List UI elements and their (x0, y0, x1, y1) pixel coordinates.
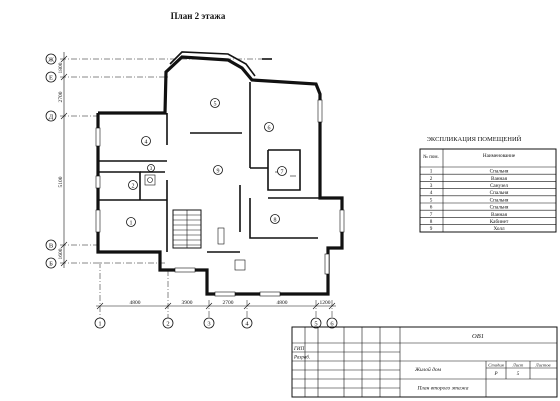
stamp-code: ОВ1 (472, 333, 484, 340)
explication: ЭКСПЛИКАЦИЯ ПОМЕЩЕНИЙ № пом. Наименовани… (419, 135, 557, 233)
explication-rows: 1 Спальня 2 Ванная 3 Санузел 4 Спальня 5… (420, 169, 556, 232)
axis-label-zh: Ж (48, 57, 54, 64)
room-number-4: 4 (145, 140, 148, 146)
dim-left-3: 5100 (58, 176, 64, 187)
explication-row-num: 6 (430, 205, 433, 211)
axis-bubbles-left: Ж Е Д В Б (45, 53, 57, 269)
axis-label-6: 6 (330, 321, 334, 328)
dim-bottom-4: 4800 (277, 300, 288, 306)
dimension-left: 1800 2700 5100 1600 (58, 52, 68, 268)
stamp-gip: ГИП (293, 347, 304, 352)
stamp-project: Жилой дом (414, 366, 441, 373)
explication-title: ЭКСПЛИКАЦИЯ ПОМЕЩЕНИЙ (427, 135, 522, 143)
title-block: ОВ1 ГИП Разраб. Жилой дом Стадия Лист Ли… (291, 326, 558, 398)
explication-col-name: Наименование (483, 153, 516, 159)
axis-label-5: 5 (314, 321, 317, 328)
room-number-2: 2 (132, 184, 135, 190)
room-number-6: 6 (268, 126, 271, 132)
explication-row-num: 9 (430, 226, 433, 232)
explication-row-name: Ванная (491, 212, 508, 218)
axis-label-2: 2 (166, 321, 169, 328)
stamp-stage: Р (493, 372, 497, 377)
explication-row-num: 1 (430, 169, 433, 175)
stamp-razrab: Разраб. (293, 356, 310, 361)
explication-row-name: Санузел (490, 183, 508, 189)
room-number-5: 5 (214, 102, 217, 108)
explication-row-num: 4 (430, 190, 433, 196)
room-number-9: 9 (217, 169, 220, 175)
grid-axes (60, 58, 333, 318)
dim-left-2: 2700 (58, 91, 64, 102)
stamp-col-sheet: Лист (512, 363, 524, 368)
explication-row-name: Спальня (490, 205, 509, 211)
explication-row-num: 7 (430, 212, 433, 218)
axis-label-1: 1 (98, 321, 101, 328)
explication-row-num: 8 (430, 219, 433, 225)
explication-row-name: Холл (493, 226, 505, 232)
explication-row-num: 2 (430, 176, 433, 182)
explication-row-num: 5 (430, 197, 433, 203)
axis-label-b: Б (49, 261, 53, 268)
explication-row-name: Спальня (490, 197, 509, 203)
staircase (172, 209, 225, 249)
stamp-col-stage: Стадия (488, 363, 504, 368)
explication-row-name: Кабинет (490, 218, 509, 225)
axis-label-v: В (49, 243, 54, 250)
dim-bottom-3: 2700 (223, 300, 234, 306)
dimension-bottom: 4800 3900 2700 4800 1200 (96, 300, 336, 310)
building-walls (96, 51, 344, 296)
room-number-3: 3 (150, 167, 153, 172)
dim-left-1: 1800 (58, 62, 64, 73)
stamp-col-sheets: Листов (534, 363, 550, 368)
axis-label-e: Е (49, 75, 53, 82)
explication-col-num: № пом. (423, 154, 439, 160)
stamp-sheet-title: План второго этажа (416, 386, 468, 392)
room-number-7: 7 (281, 170, 284, 176)
axis-label-3: 3 (207, 321, 210, 328)
room-number-1: 1 (130, 221, 133, 227)
sheet-title: План 2 этажа (171, 11, 226, 21)
axis-bubbles-bottom: 1 2 3 4 5 6 (94, 317, 338, 329)
explication-row-num: 3 (430, 183, 433, 189)
dim-left-4: 1600 (58, 248, 64, 259)
explication-row-name: Ванная (491, 176, 508, 182)
dim-bottom-5: 1200 (320, 300, 331, 306)
explication-row-name: Спальня (490, 169, 509, 175)
explication-row-name: Спальня (490, 190, 509, 196)
stamp-sheet-no: 5 (517, 372, 520, 377)
axis-label-4: 4 (245, 321, 249, 328)
windows (95, 99, 345, 297)
room-markers: 1 2 3 4 5 6 7 8 9 (126, 98, 287, 227)
dim-bottom-2: 3900 (182, 300, 193, 306)
dim-bottom-1: 4800 (130, 300, 141, 306)
room-number-8: 8 (274, 218, 277, 224)
axis-label-d: Д (49, 114, 54, 121)
